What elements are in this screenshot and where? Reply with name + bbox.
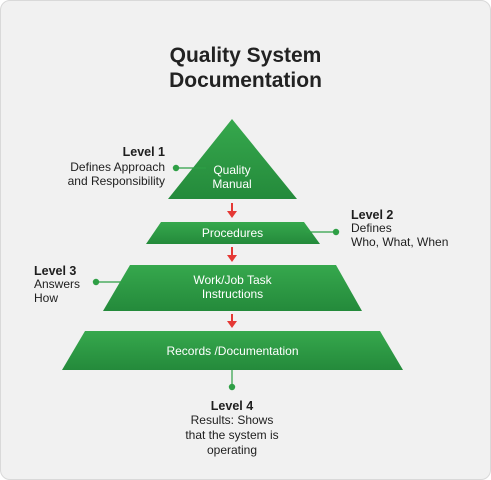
- pyramid-top-label-line1: Quality: [213, 163, 251, 177]
- connector-level1: [172, 164, 206, 172]
- connector-level3: [92, 278, 126, 286]
- pyramid-top-shape: [168, 119, 297, 199]
- connector-level4: [228, 370, 236, 391]
- level4-text-line1: Results: Shows: [190, 413, 274, 427]
- level3-title: Level 3: [34, 264, 77, 278]
- level1-text-line2: and Responsibility: [67, 174, 165, 188]
- level3-text-line1: Answers: [34, 277, 81, 291]
- pyramid-tier2-label: Procedures: [201, 226, 264, 240]
- level4-title: Level 4: [210, 399, 254, 413]
- level3-text-line2: How: [34, 291, 59, 305]
- pyramid-tier3-shape: [103, 265, 362, 311]
- pyramid-tier2-shape: [146, 222, 320, 244]
- pyramid-tier4-shape: [62, 331, 403, 370]
- level4-text-line3: operating: [206, 443, 258, 457]
- pyramid-tier4-label: Records /Documentation: [166, 344, 299, 358]
- diagram-title-line2: Documentation: [169, 69, 322, 92]
- pyramid-tier3-label-line1: Work/Job Task: [193, 273, 272, 287]
- pyramid-tier3-label-line2: Instructions: [201, 287, 264, 301]
- diagram-title-line1: Quality System: [169, 44, 322, 67]
- connector-level2: [306, 228, 340, 236]
- level2-text-line1: Defines: [351, 221, 392, 235]
- level1-title: Level 1: [122, 145, 165, 159]
- pyramid-top-label-line2: Manual: [212, 177, 252, 191]
- level2-title: Level 2: [351, 208, 394, 222]
- arrow-down-icon: [227, 203, 237, 218]
- level2-text-line2: Who, What, When: [351, 235, 449, 249]
- level4-text-line2: that the system is: [185, 428, 279, 442]
- arrow-down-icon: [227, 314, 237, 328]
- arrow-down-icon: [227, 247, 237, 262]
- level1-text-line1: Defines Approach: [70, 160, 165, 174]
